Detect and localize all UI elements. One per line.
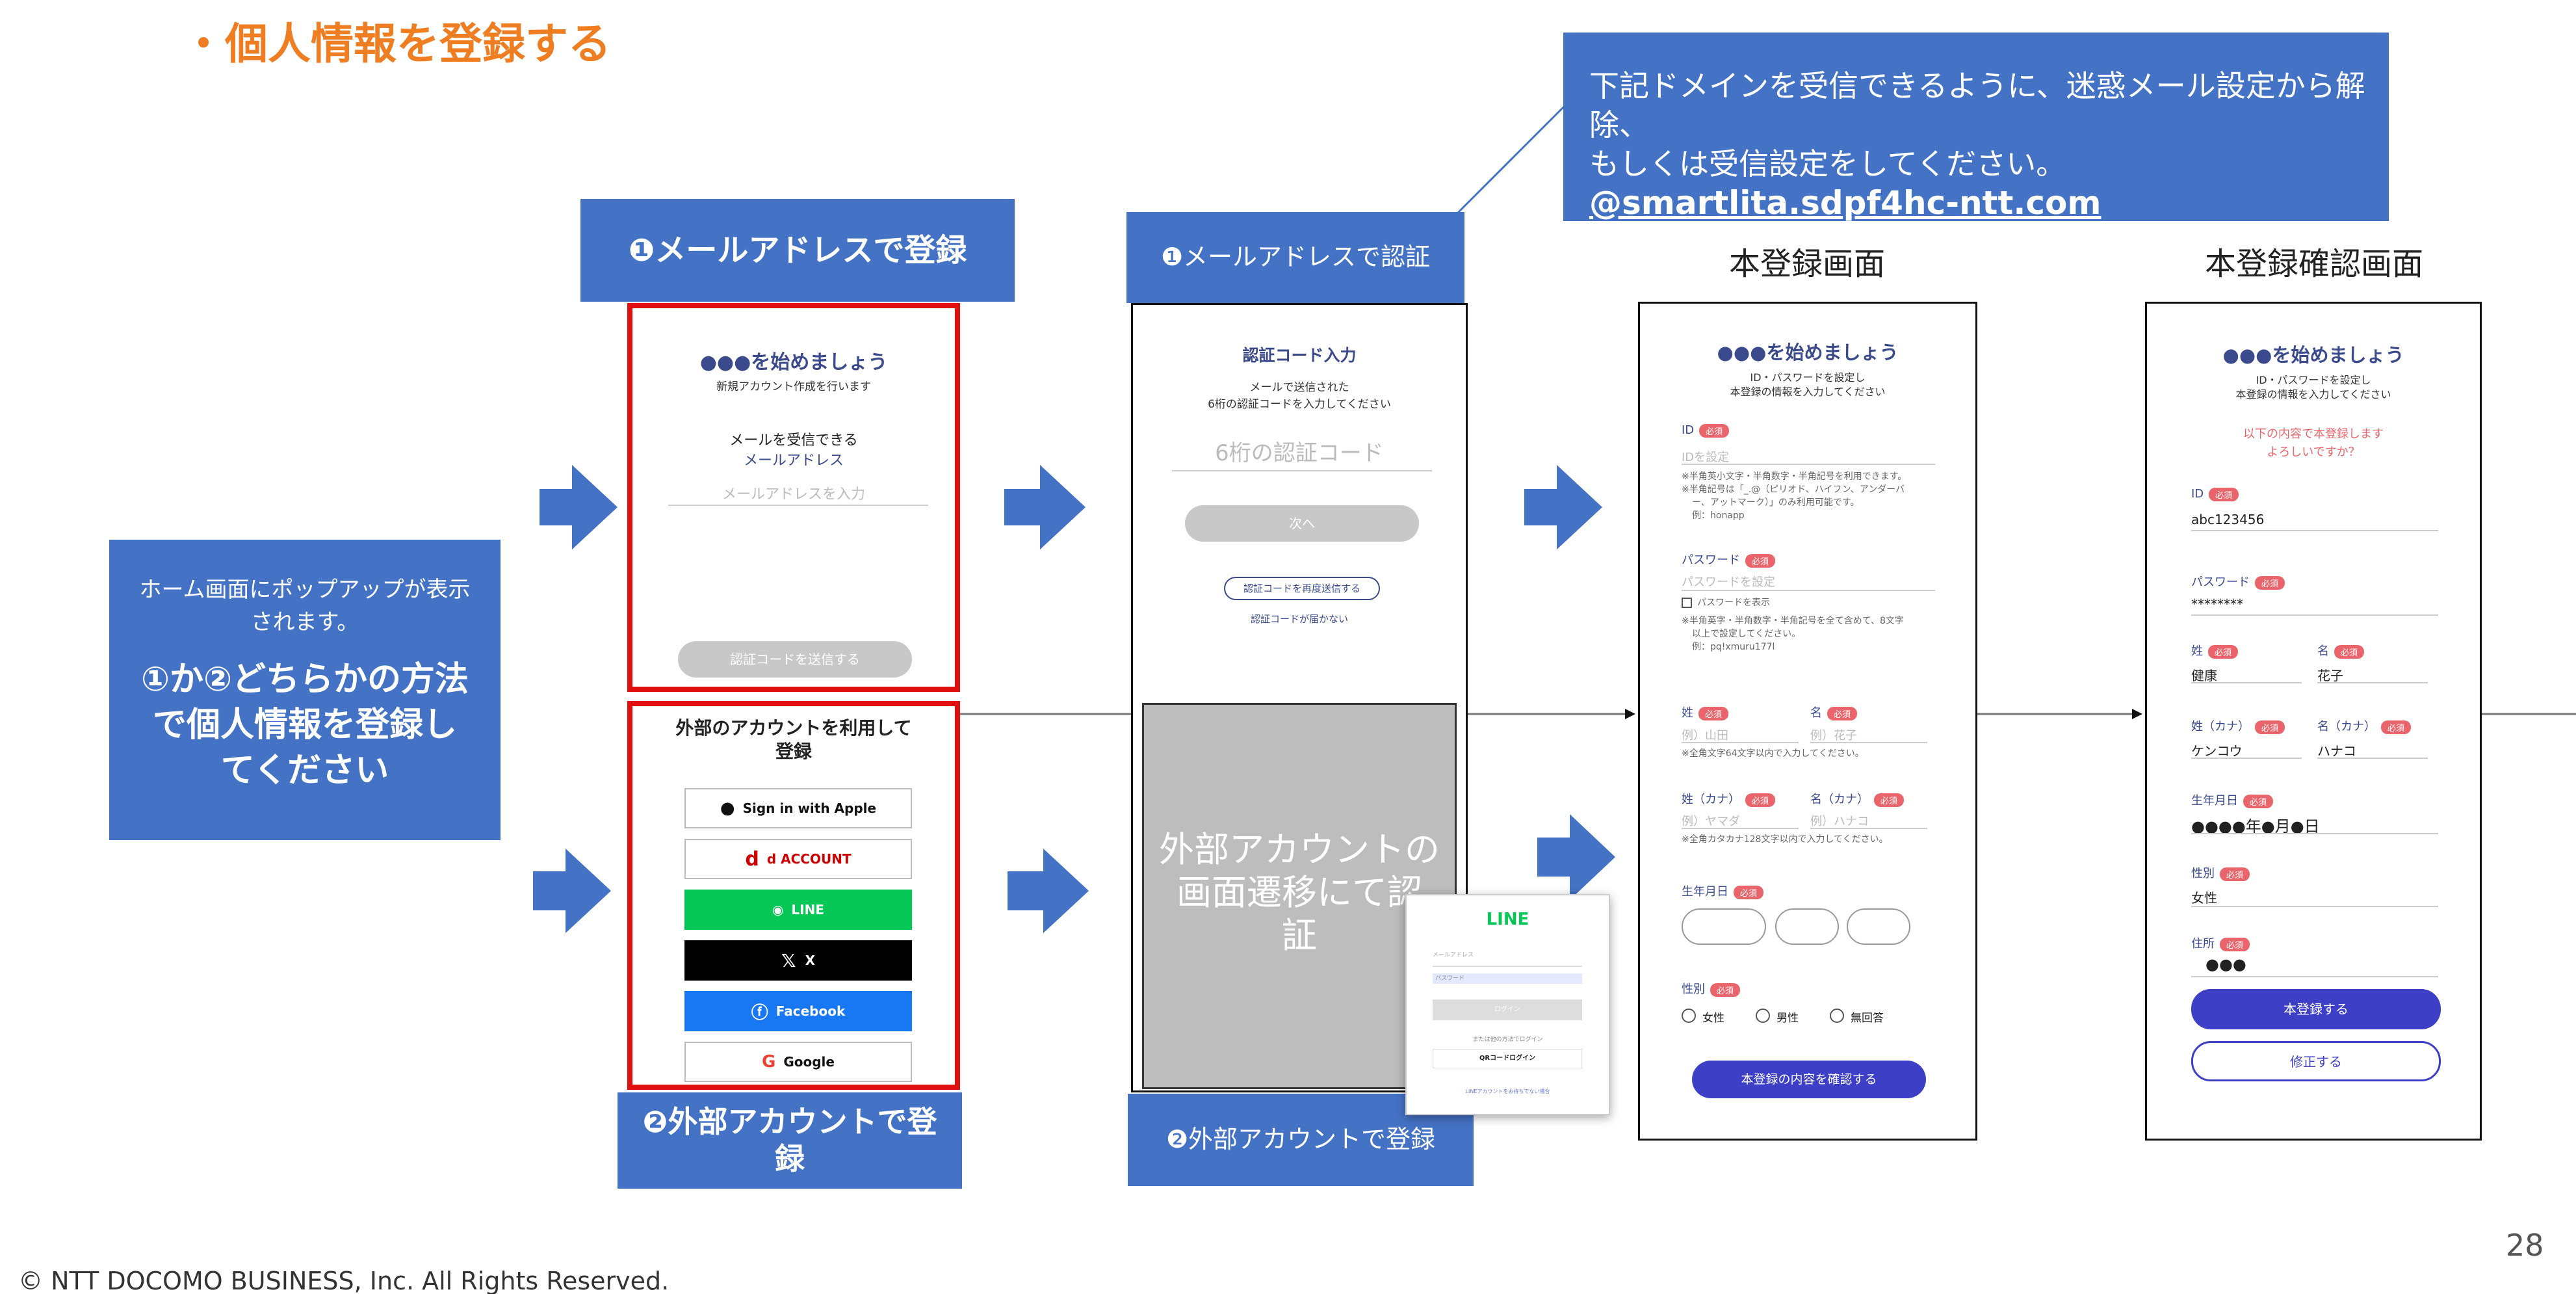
s2-title1: 外部のアカウントを利用して [675,717,912,739]
notice-line2: もしくは受信設定をしてください。 [1589,146,2066,181]
s5-id-input[interactable]: IDを設定 [1682,451,1730,464]
s6-gender-value: 女性 [2191,890,2217,906]
screen-main-register: ●●●を始めましょう ID・パスワードを設定し 本登録の情報を入力してください … [1638,302,1977,1141]
header-main-confirm: 本登録確認画面 [2204,246,2423,282]
screen-mail-register: ●●●を始めましょう 新規アカウント作成を行います メールを受信できる メールア… [627,303,960,692]
instruction-small-1: ホーム画面にポップアップが表示 [139,577,471,603]
s5-password-input[interactable]: パスワードを設定 [1682,575,1775,589]
s6-edit-button[interactable]: 修正する [2191,1041,2441,1081]
line-popup-login-button[interactable]: ログイン [1433,999,1582,1020]
s5-gender-none-radio[interactable] [1830,1009,1844,1023]
google-icon: G [762,1052,776,1072]
arrow-icon [1537,814,1615,900]
s1-title: ●●●を始めましょう [699,351,888,374]
s5-sei-input[interactable]: 例）山田 [1682,729,1728,743]
s6-address-value: ●●● [2205,955,2246,973]
notice-box: 下記ドメインを受信できるように、迷惑メール設定から解除、 もしくは受信設定をして… [1563,33,2389,222]
header-mail-auth: ❶メールアドレスで認証 [1126,212,1464,303]
line-login-popup: LINE メールアドレス パスワード ログイン または他の方法でログイン QRコ… [1405,894,1610,1115]
header-ext-register: ❷外部アカウントで登録 [618,1092,962,1189]
line-icon: ◉ [772,902,784,918]
s4-text2: 画面遷移にて認 [1177,872,1422,913]
instruction-big-2: で個人情報を登録し [152,706,457,745]
s4-external-auth: 外部アカウントの 画面遷移にて認 証 [1142,703,1457,1089]
line-popup-password-input[interactable]: パスワード [1433,973,1582,984]
slide-title: ・個人情報を登録する [182,19,611,69]
line-popup-title: LINE [1486,910,1529,929]
arrow-icon [540,465,618,549]
instruction-big-3: てください [220,751,389,790]
arrow-icon [1524,465,1602,549]
apple-icon: ● [720,799,735,818]
instruction-big-1: ①か②どちらかの方法 [140,660,469,699]
s6-id-value: abc123456 [2191,512,2265,527]
s3-sub2: 6桁の認証コードを入力してください [1208,398,1391,411]
daccount-icon: d [745,847,759,871]
header-mail-register: ❶メールアドレスで登録 [580,199,1015,302]
s6-register-button[interactable]: 本登録する [2191,989,2441,1029]
s3-resend-button[interactable]: 認証コードを再度送信する [1224,577,1380,600]
s5-mei-input[interactable]: 例）花子 [1810,729,1857,743]
header-main-register: 本登録画面 [1728,246,1885,282]
s3-sub1: メールで送信された [1249,381,1349,394]
notice-domain: @smartlita.sdpf4hc-ntt.com [1589,184,2101,222]
s6-warning-1: 以下の内容で本登録します [2243,427,2384,441]
s1-email-input[interactable]: メールアドレスを入力 [722,486,865,503]
arrow-icon [1004,465,1086,549]
s1-subtitle: 新規アカウント作成を行います [716,380,871,393]
s5-gender-male-radio[interactable] [1756,1009,1770,1023]
facebook-icon: ⓕ [751,1003,768,1023]
page-number: 28 [2506,1228,2544,1263]
s6-title: ●●●を始めましょう [2222,344,2404,366]
s6-mei-kana-value: ハナコ [2317,743,2356,759]
s3-code-input[interactable]: 6桁の認証コード [1215,440,1384,466]
s5-confirm-button[interactable]: 本登録の内容を確認する [1692,1061,1926,1098]
x-icon: 𝕏 [781,949,796,971]
arrow-icon [533,849,611,933]
s6-birth-value: ●●●●年●月●日 [2191,817,2320,836]
s6-warning-2: よろしいですか？ [2267,445,2360,459]
s5-birth-month-select[interactable] [1775,908,1839,945]
s5-birth-year-select[interactable] [1682,908,1766,945]
s6-sei-kana-value: ケンコウ [2191,743,2243,759]
line-popup-footer-link[interactable]: LINEアカウントをお持ちでない場合 [1465,1089,1550,1094]
s5-gender-female-radio[interactable] [1682,1009,1696,1023]
s6-sei-value: 健康 [2191,668,2217,683]
line-popup-qr-button[interactable]: QRコードログイン [1433,1049,1582,1068]
s6-password-value: ******** [2191,596,2243,612]
s3-noreceive-link[interactable]: 認証コードが届かない [1250,613,1348,625]
s1-label1: メールを受信できる [729,432,858,449]
s5-sei-kana-input[interactable]: 例）ヤマダ [1682,815,1740,828]
copyright: © NTT DOCOMO BUSINESS, Inc. All Rights R… [18,1267,670,1294]
s5-show-password-checkbox[interactable] [1682,598,1692,608]
s3-next-button[interactable]: 次へ [1185,505,1419,542]
s4-text1: 外部アカウントの [1159,829,1440,870]
screen-main-confirm: ●●●を始めましょう ID・パスワードを設定し 本登録の情報を入力してください … [2145,302,2482,1141]
s6-mei-value: 花子 [2317,668,2343,683]
s5-birth-day-select[interactable] [1847,908,1910,945]
s1-label2: メールアドレス [743,453,844,469]
s2-title2: 登録 [775,741,812,762]
s5-mei-kana-input[interactable]: 例）ハナコ [1810,815,1869,828]
s1-send-code-button[interactable]: 認証コードを送信する [678,641,912,678]
apple-signin-button[interactable]: ●Sign in with Apple [684,788,912,828]
s4-text3: 証 [1282,915,1317,956]
s3-title: 認証コード入力 [1242,346,1357,365]
instruction-small-2: されます。 [250,609,359,635]
arrow-icon [1008,849,1089,933]
notice-line1: 下記ドメインを受信できるように、迷惑メール設定から解除、 [1589,68,2365,142]
s5-title: ●●●を始めましょう [1717,341,1899,363]
line-signin-button[interactable]: ◉LINE [684,890,912,930]
instruction-box: ホーム画面にポップアップが表示 されます。 ①か②どちらかの方法 で個人情報を登… [109,540,501,840]
